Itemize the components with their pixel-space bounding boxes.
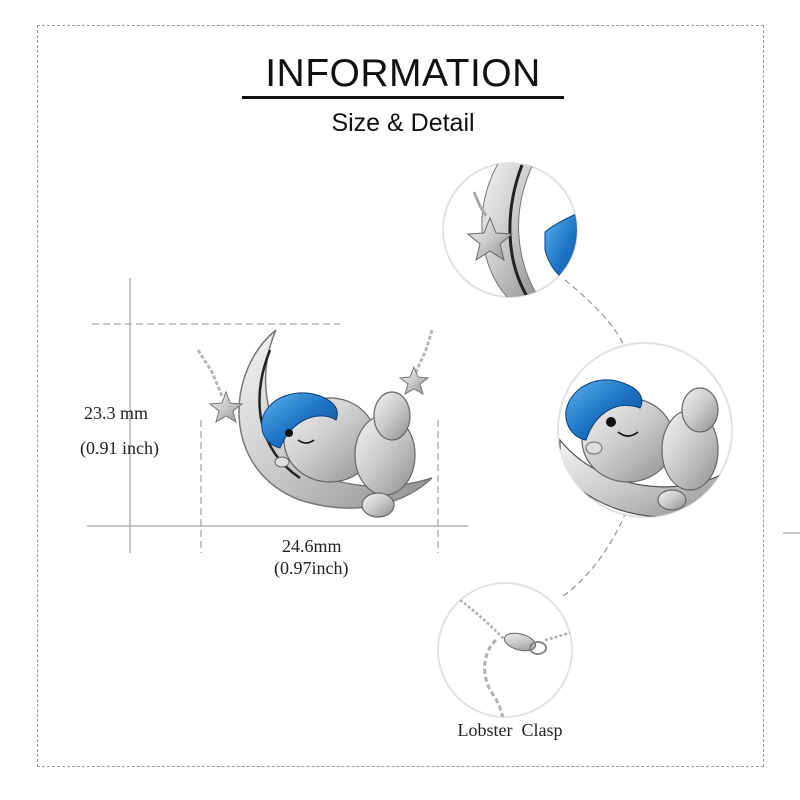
title-underline [242,96,564,99]
dimension-guides [87,278,800,553]
lobster-clasp-label: Lobster Clasp [457,720,563,740]
page-title: INFORMATION [265,52,541,95]
pendant-image [196,329,434,518]
height-mm-label: 23.3 mm [84,403,149,423]
width-mm-label: 24.6mm [282,536,342,556]
dashed-frame [37,25,764,767]
detail-circle-star [442,162,578,298]
detail-circle-clasp [437,582,573,718]
height-inch-label: (0.91 inch) [80,438,159,458]
page-subtitle: Size & Detail [331,109,475,137]
connector-arcs [559,279,627,599]
width-inch-label: (0.97inch) [274,558,349,578]
detail-circle-bear [557,342,733,518]
